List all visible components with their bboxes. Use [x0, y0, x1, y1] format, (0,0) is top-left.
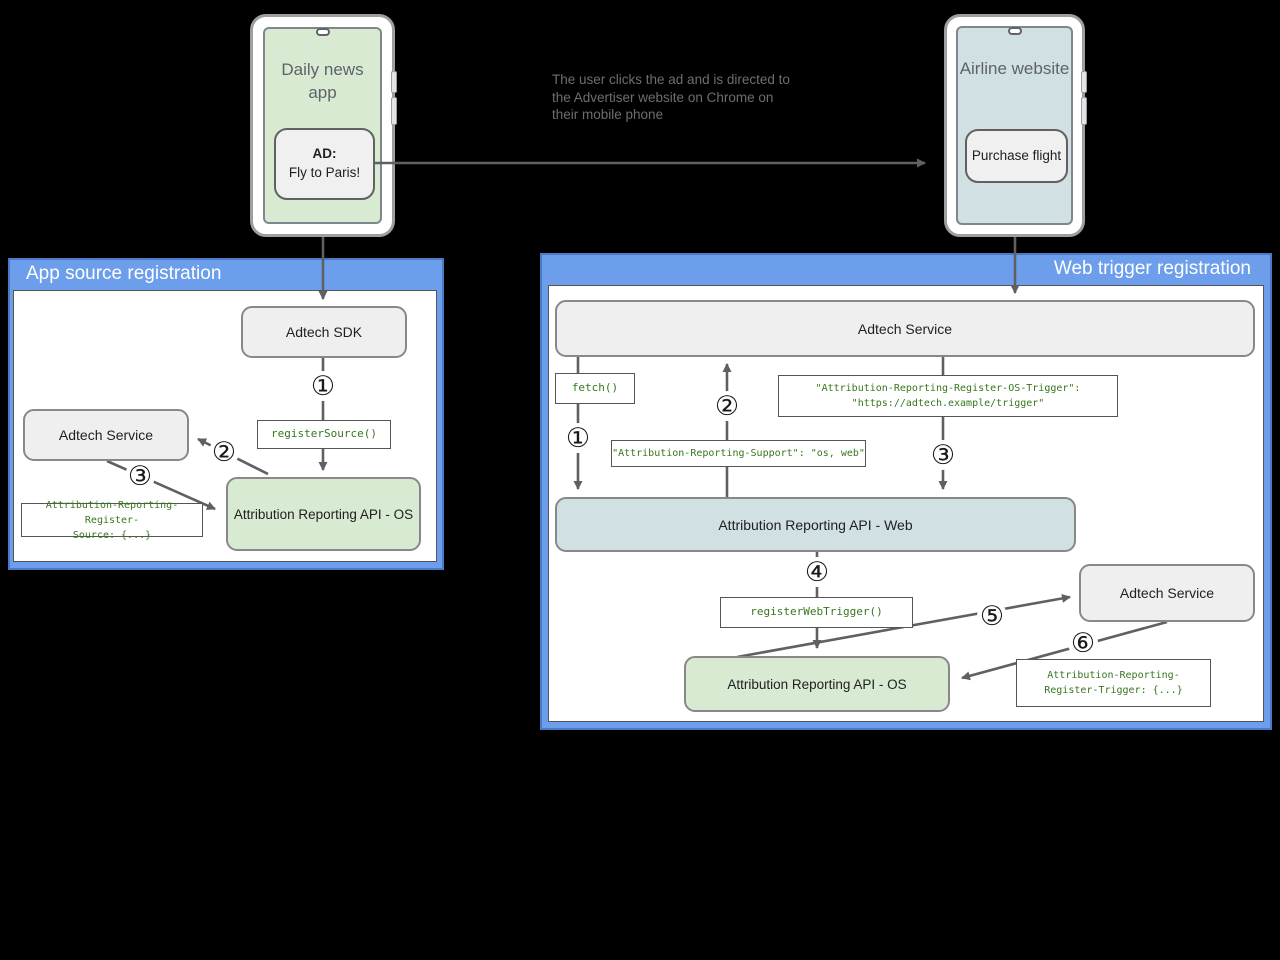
node-support-header: "Attribution-Reporting-Support": "os, we…: [611, 440, 866, 467]
phone-daily-news: Daily news app AD: Fly to Paris!: [250, 14, 397, 237]
node-register-web-trigger-call: registerWebTrigger(): [720, 597, 913, 628]
node-adtech-sdk: Adtech SDK: [241, 306, 407, 358]
phone-screen-airline: Airline website Purchase flight: [956, 26, 1073, 225]
panel-title-web-trigger: Web trigger registration: [1053, 258, 1251, 279]
node-adtech-service-web-right: Adtech Service: [1079, 564, 1255, 622]
website-title: Airline website: [959, 59, 1070, 78]
phone-power-button: [1081, 97, 1087, 125]
user-click-annotation: The user clicks the ad and is directed t…: [552, 72, 790, 123]
os-trigger-header-line1: "Attribution-Reporting-Register-OS-Trigg…: [815, 383, 1081, 394]
node-fetch-call: fetch(): [555, 373, 635, 404]
app-title: Daily news app: [281, 60, 364, 102]
purchase-flight-label: Purchase flight: [971, 147, 1062, 163]
register-trigger-header-line2: Register-Trigger: {...}: [1044, 685, 1183, 696]
node-attribution-api-os-app: Attribution Reporting API - OS: [226, 477, 421, 551]
register-source-header-line1: Attribution-Reporting-Register-: [45, 499, 179, 526]
purchase-flight-button: Purchase flight: [965, 129, 1068, 183]
ad-banner: AD: Fly to Paris!: [274, 128, 375, 200]
phone-airline: Airline website Purchase flight: [944, 14, 1087, 237]
node-register-source-header: Attribution-Reporting-Register- Source: …: [21, 500, 203, 541]
register-source-header-line2: Source: {...}: [72, 529, 152, 541]
node-attribution-api-web: Attribution Reporting API - Web: [555, 497, 1076, 552]
phone-screen-daily-news: Daily news app AD: Fly to Paris!: [263, 27, 382, 224]
phone-camera-icon: [315, 28, 330, 36]
node-adtech-service-app: Adtech Service: [23, 409, 189, 461]
step-badge-2-app: ②: [209, 437, 239, 468]
step-badge-1-web: ①: [563, 423, 593, 454]
node-os-trigger-header: "Attribution-Reporting-Register-OS-Trigg…: [778, 375, 1118, 417]
phone-camera-icon: [1007, 27, 1022, 35]
register-trigger-header-line1: Attribution-Reporting-: [1047, 670, 1180, 681]
step-badge-6-web: ⑥: [1068, 628, 1098, 659]
node-adtech-service-web-top: Adtech Service: [555, 300, 1255, 357]
node-attribution-api-os-web: Attribution Reporting API - OS: [684, 656, 950, 712]
step-badge-3-web: ③: [928, 440, 958, 471]
panel-title-app-source: App source registration: [26, 263, 222, 284]
phone-power-button: [391, 97, 397, 125]
step-badge-3-app: ③: [125, 461, 155, 492]
ad-banner-label-2: Fly to Paris!: [288, 165, 361, 180]
ad-banner-label-1: AD:: [312, 146, 337, 162]
node-register-trigger-header: Attribution-Reporting- Register-Trigger:…: [1016, 659, 1211, 707]
step-badge-2-web: ②: [712, 391, 742, 422]
os-trigger-header-line2: "https://adtech.example/trigger": [851, 398, 1045, 409]
step-badge-5-web: ⑤: [977, 601, 1007, 632]
phone-volume-button: [1081, 71, 1087, 93]
step-badge-1-app: ①: [308, 371, 338, 402]
phone-volume-button: [391, 71, 397, 93]
node-register-source-call: registerSource(): [257, 420, 391, 449]
step-badge-4-web: ④: [802, 557, 832, 588]
